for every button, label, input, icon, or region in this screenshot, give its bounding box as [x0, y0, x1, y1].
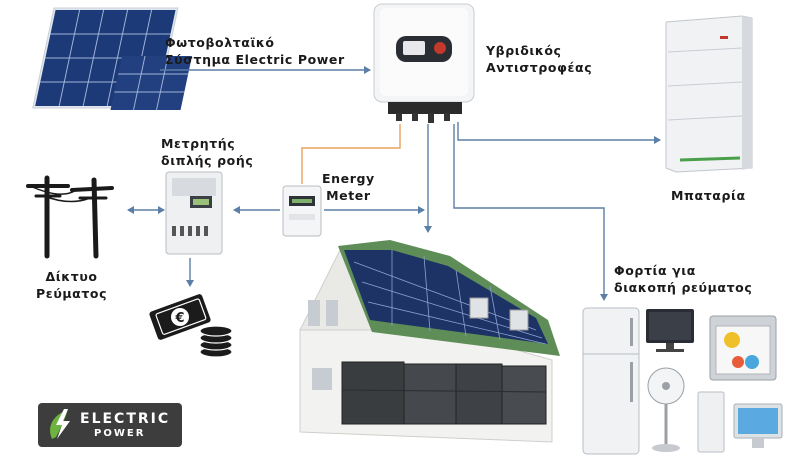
logo-text-line2: POWER: [94, 428, 146, 439]
energy-meter-label-line2: Meter: [326, 188, 371, 203]
grid-label: Δίκτυο Ρεύματος: [36, 268, 107, 302]
bidirectional-meter-icon: [165, 171, 223, 255]
inverter-to-battery-arrow: [457, 122, 661, 144]
battery-stack-icon: [665, 15, 753, 173]
pv-system-label: Φωτοβολταϊκό Σύστημα Electric Power: [165, 34, 345, 68]
energy-meter-icon: [282, 185, 322, 237]
inverter-to-energy-meter-line: [301, 124, 401, 184]
inverter-to-loads-arrow: [453, 124, 608, 301]
backup-loads-label: Φορτία για διακοπή ρεύματος: [614, 262, 752, 296]
meter-label-line2: διπλής ροής: [161, 153, 254, 168]
logo-text-line1: ELECTRIC: [80, 411, 171, 427]
house-icon: [299, 240, 560, 443]
refrigerator-icon: [582, 307, 640, 455]
battery-label-text: Μπαταρία: [671, 188, 746, 203]
inverter-label-line2: Αντιστροφέας: [486, 60, 593, 75]
inverter-label-line1: Υβριδικός: [486, 43, 562, 58]
svg-text:€: €: [174, 311, 184, 326]
leaf-lightning-icon: [50, 409, 70, 439]
home-battery-modules-icon: [341, 361, 547, 425]
hybrid-inverter-icon: [373, 3, 475, 123]
inverter-label: Υβριδικός Αντιστροφέας: [486, 42, 592, 76]
battery-label: Μπαταρία: [671, 187, 746, 204]
utility-pole-icon: [26, 175, 114, 259]
energy-meter-label: Energy Meter: [322, 170, 375, 204]
bidirectional-meter-label: Μετρητής διπλής ροής: [161, 135, 253, 169]
loads-label-line1: Φορτία για: [614, 263, 696, 278]
monitor-icon: [646, 309, 694, 352]
grid-label-line2: Ρεύματος: [36, 286, 108, 301]
electric-power-logo: ELECTRIC POWER: [38, 403, 182, 447]
loads-label-line2: διακοπή ρεύματος: [614, 280, 753, 295]
energy-meter-label-line1: Energy: [322, 171, 375, 186]
fan-icon: [647, 367, 685, 452]
microwave-icon: [709, 315, 777, 381]
pv-label-line1: Φωτοβολταϊκό: [165, 35, 275, 50]
desktop-computer-icon: [697, 391, 783, 453]
money-icon: €: [149, 294, 233, 358]
grid-label-line1: Δίκτυο: [45, 269, 98, 284]
pv-label-line2: Σύστημα Electric Power: [165, 52, 345, 67]
meter-label-line1: Μετρητής: [161, 136, 236, 151]
